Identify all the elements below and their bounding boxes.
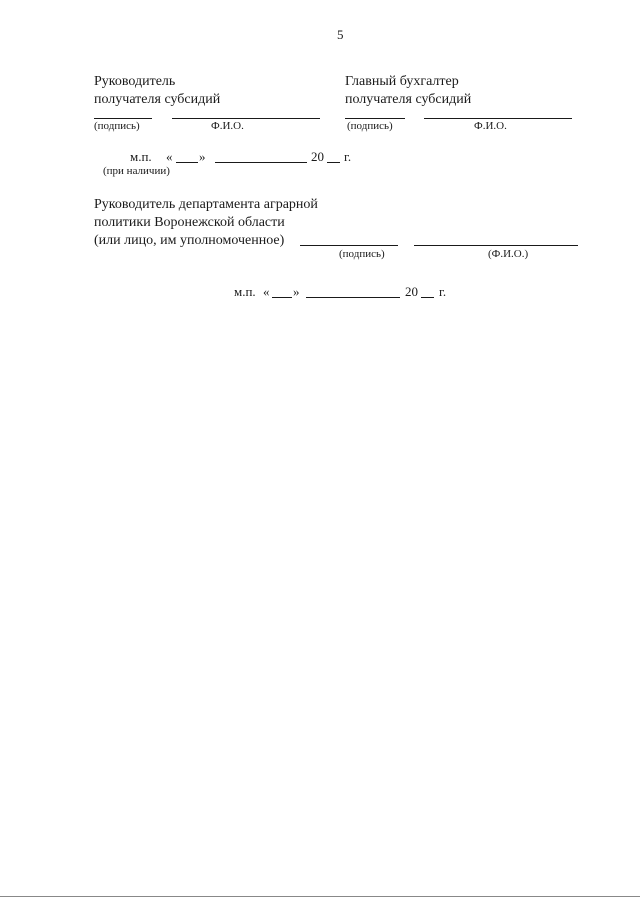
recipient-seal-label: м.п. [130, 149, 152, 164]
department-head-signature-caption: (подпись) [339, 248, 385, 260]
department-head-signature-line [300, 245, 398, 246]
department-head-title-line1: Руководитель департамента аграрной [94, 197, 318, 212]
department-date-close-quote: » [293, 284, 300, 299]
recipient-head-name-line [172, 118, 320, 119]
recipient-date-close-quote: » [199, 149, 206, 164]
chief-accountant-signature-caption: (подпись) [347, 120, 393, 132]
recipient-head-signature-line [94, 118, 152, 119]
recipient-seal-note: (при наличии) [103, 165, 170, 177]
department-seal-label: м.п. [234, 284, 256, 299]
recipient-head-signature-caption: (подпись) [94, 120, 140, 132]
department-date-day-line [272, 297, 292, 298]
chief-accountant-title-line2: получателя субсидий [345, 92, 472, 107]
recipient-date-day-line [176, 162, 198, 163]
chief-accountant-title-line1: Главный бухгалтер [345, 74, 459, 89]
chief-accountant-name-line [424, 118, 572, 119]
recipient-date-month-line [215, 162, 307, 163]
recipient-head-title-line2: получателя субсидий [94, 92, 221, 107]
recipient-date-year-suffix: г. [344, 149, 352, 164]
department-head-name-line [414, 245, 578, 246]
department-date-year-suffix: г. [439, 284, 447, 299]
department-head-name-caption: (Ф.И.О.) [488, 248, 529, 260]
recipient-head-title-line1: Руководитель [94, 74, 176, 89]
department-head-title-line2: политики Воронежской области [94, 215, 285, 230]
chief-accountant-name-caption: Ф.И.О. [474, 120, 507, 132]
recipient-date-year-line [327, 162, 340, 163]
department-date-month-line [306, 297, 400, 298]
chief-accountant-signature-line [345, 118, 405, 119]
recipient-date-year-prefix: 20 [311, 149, 324, 164]
department-head-title-line3: (или лицо, им уполномоченное) [94, 233, 285, 248]
page-number: 5 [337, 27, 344, 42]
recipient-head-name-caption: Ф.И.О. [211, 120, 244, 132]
recipient-date-open-quote: « [166, 149, 173, 164]
department-date-year-prefix: 20 [405, 284, 418, 299]
department-date-open-quote: « [263, 284, 270, 299]
department-date-year-line [421, 297, 434, 298]
page-bottom-rule [0, 896, 640, 897]
